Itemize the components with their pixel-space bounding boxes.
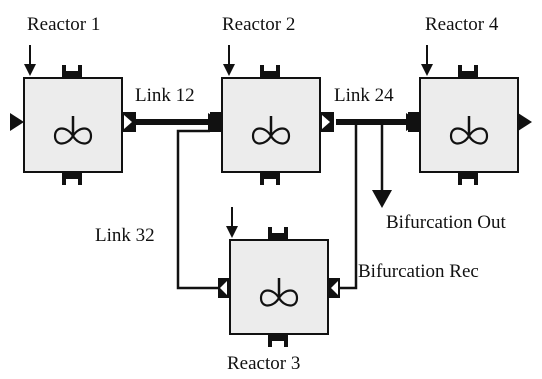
bifurcation-rec-line [328,122,358,290]
link-12-label: Link 12 [135,85,195,106]
reactor-4-label: Reactor 4 [425,14,499,35]
reactor-1-left-inlet [10,113,24,131]
reactor-4-outlet-arrow [518,113,532,131]
reactor-3-label: Reactor 3 [227,353,301,374]
bifurcation-rec-label: Bifurcation Rec [358,261,479,282]
connections [10,45,532,290]
feed-arrow-reactor-4 [421,45,433,76]
reactor-4-block [408,65,519,185]
reactor-2-label: Reactor 2 [222,14,296,35]
link-32-line [176,129,218,290]
link-24-label: Link 24 [334,85,394,106]
feed-arrow-reactor-2 [223,45,235,76]
reactor-1-block [23,65,136,185]
feed-arrow-reactor-3 [226,207,238,238]
reactor-2-block [210,65,334,185]
bifurcation-out-label: Bifurcation Out [386,212,506,233]
feed-arrow-reactor-1 [24,45,36,76]
link-32-label: Link 32 [95,225,155,246]
reactor-3-block [218,227,340,347]
reactor-1-label: Reactor 1 [27,14,101,35]
bifurcation-out-arrowhead [372,190,392,208]
